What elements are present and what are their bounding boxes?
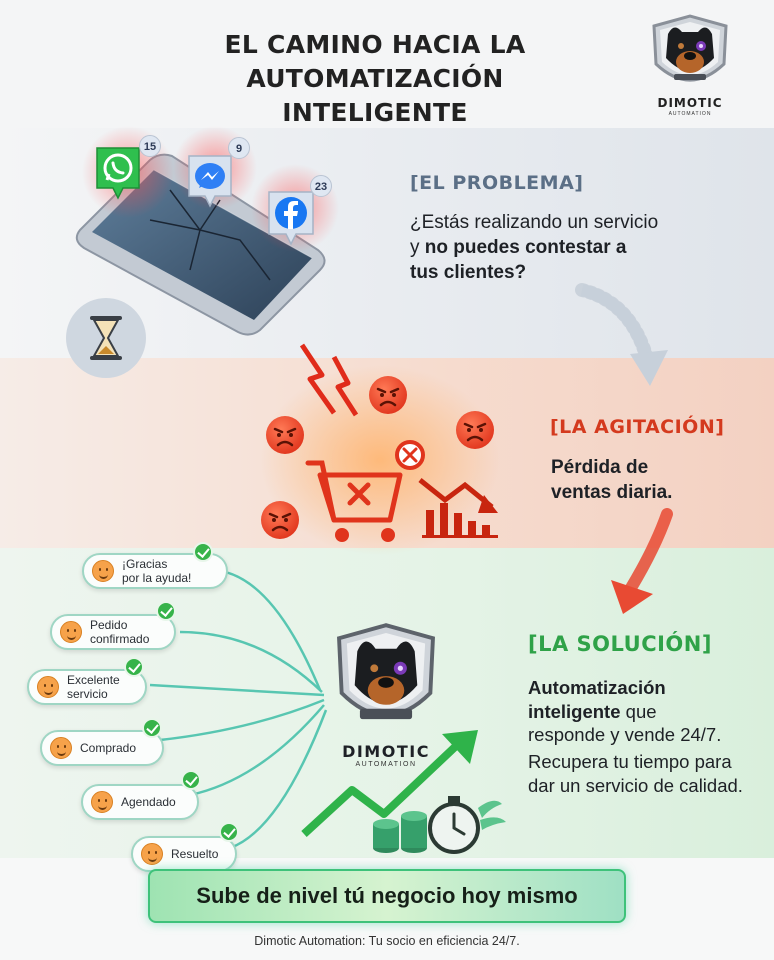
- facebook-icon: [265, 188, 317, 246]
- problem-heading: [EL PROBLEMA]: [410, 172, 584, 194]
- chip-excelente-line-1: Excelente: [67, 673, 120, 687]
- problem-text-line-2: y no puedes contestar a: [410, 235, 710, 260]
- smile-icon: [92, 560, 114, 582]
- problem-text: ¿Estás realizando un servicio y no puede…: [410, 210, 710, 285]
- cta-button[interactable]: Sube de nivel tú negocio hoy mismo: [148, 869, 626, 923]
- check-icon: [156, 601, 176, 621]
- smile-icon: [37, 676, 59, 698]
- smile-icon: [60, 621, 82, 643]
- title-line-2: AUTOMATIZACIÓN INTELIGENTE: [246, 64, 504, 127]
- dog-mascot-logo: [652, 14, 728, 82]
- whatsapp-icon: [93, 144, 143, 200]
- facebook-badge: 23: [310, 175, 332, 197]
- chip-pedido-line-1: Pedido: [90, 618, 128, 632]
- logo-name: DIMOTIC: [657, 96, 723, 110]
- footer-tagline: Dimotic Automation: Tu socio en eficienc…: [254, 934, 520, 948]
- solution-heading: [LA SOLUCIÓN]: [528, 632, 712, 656]
- chip-resuelto: Resuelto: [131, 836, 237, 872]
- smile-icon: [141, 843, 163, 865]
- chip-gracias-line-2: por la ayuda!: [122, 571, 192, 585]
- agitation-heading: [LA AGITACIÓN]: [550, 416, 725, 438]
- check-icon: [142, 718, 162, 738]
- problem-text-bold-1: no puedes contestar a: [424, 237, 627, 258]
- chip-pedido-line-2: confirmado: [90, 632, 150, 646]
- chip-comprado-label: Comprado: [80, 741, 137, 755]
- smile-icon: [91, 791, 113, 813]
- logo-subtitle: AUTOMATION: [668, 111, 712, 117]
- check-icon: [219, 822, 239, 842]
- angry-customers-illustration: [259, 343, 500, 555]
- messenger-icon: [185, 152, 235, 208]
- smile-icon: [50, 737, 72, 759]
- center-logo-name: DIMOTIC: [342, 742, 430, 761]
- flow-arrow-down-2: [611, 508, 673, 614]
- solution-text-line-2: inteligente que: [528, 700, 758, 724]
- chip-agendado-label: Agendado: [121, 795, 176, 809]
- chip-resuelto-label: Resuelto: [171, 847, 219, 861]
- stopwatch-icon: [428, 796, 506, 854]
- chip-excelente-line-2: servicio: [67, 687, 108, 701]
- chip-comprado: Comprado: [40, 730, 164, 766]
- solution-text-bold-2: inteligente: [528, 700, 621, 722]
- center-logo-subtitle: AUTOMATION: [355, 761, 417, 768]
- chip-agendado: Agendado: [81, 784, 199, 820]
- problem-text-line-1: ¿Estás realizando un servicio: [410, 212, 659, 233]
- agitation-text: Pérdida de ventas diaria.: [551, 455, 751, 505]
- dog-mascot-logo: [337, 623, 435, 720]
- title-line-1: EL CAMINO HACIA LA: [224, 30, 526, 59]
- solution-text-normal-1: que: [620, 700, 657, 722]
- growth-illustration: [301, 730, 506, 854]
- connection-lines: [149, 568, 328, 850]
- chip-gracias-line-1: ¡Gracias: [122, 557, 168, 571]
- problem-text-line-3: tus clientes?: [410, 262, 527, 283]
- solution-paragraph-2: Recupera tu tiempo para dar un servicio …: [528, 751, 743, 796]
- solution-text: Automatización inteligente que responde …: [528, 676, 758, 747]
- problem-text-normal: y: [410, 237, 425, 258]
- page-title: EL CAMINO HACIA LA AUTOMATIZACIÓN INTELI…: [150, 28, 600, 130]
- messenger-badge: 9: [228, 137, 250, 159]
- check-icon: [181, 770, 201, 790]
- dimotic-logo: DIMOTIC AUTOMATION: [644, 12, 736, 120]
- coins-icon: [373, 811, 427, 853]
- solution-text-line-3: responde y vende 24/7.: [528, 724, 722, 745]
- solution-text-line-1: Automatización: [528, 677, 666, 698]
- agitation-text-line-1: Pérdida de: [551, 457, 649, 478]
- whatsapp-badge: 15: [139, 135, 161, 157]
- flow-arrow-down-1: [575, 283, 668, 386]
- agitation-text-line-2: ventas diaria.: [551, 482, 673, 503]
- hourglass-icon: [66, 298, 146, 378]
- check-icon: [124, 657, 144, 677]
- check-icon: [193, 542, 213, 562]
